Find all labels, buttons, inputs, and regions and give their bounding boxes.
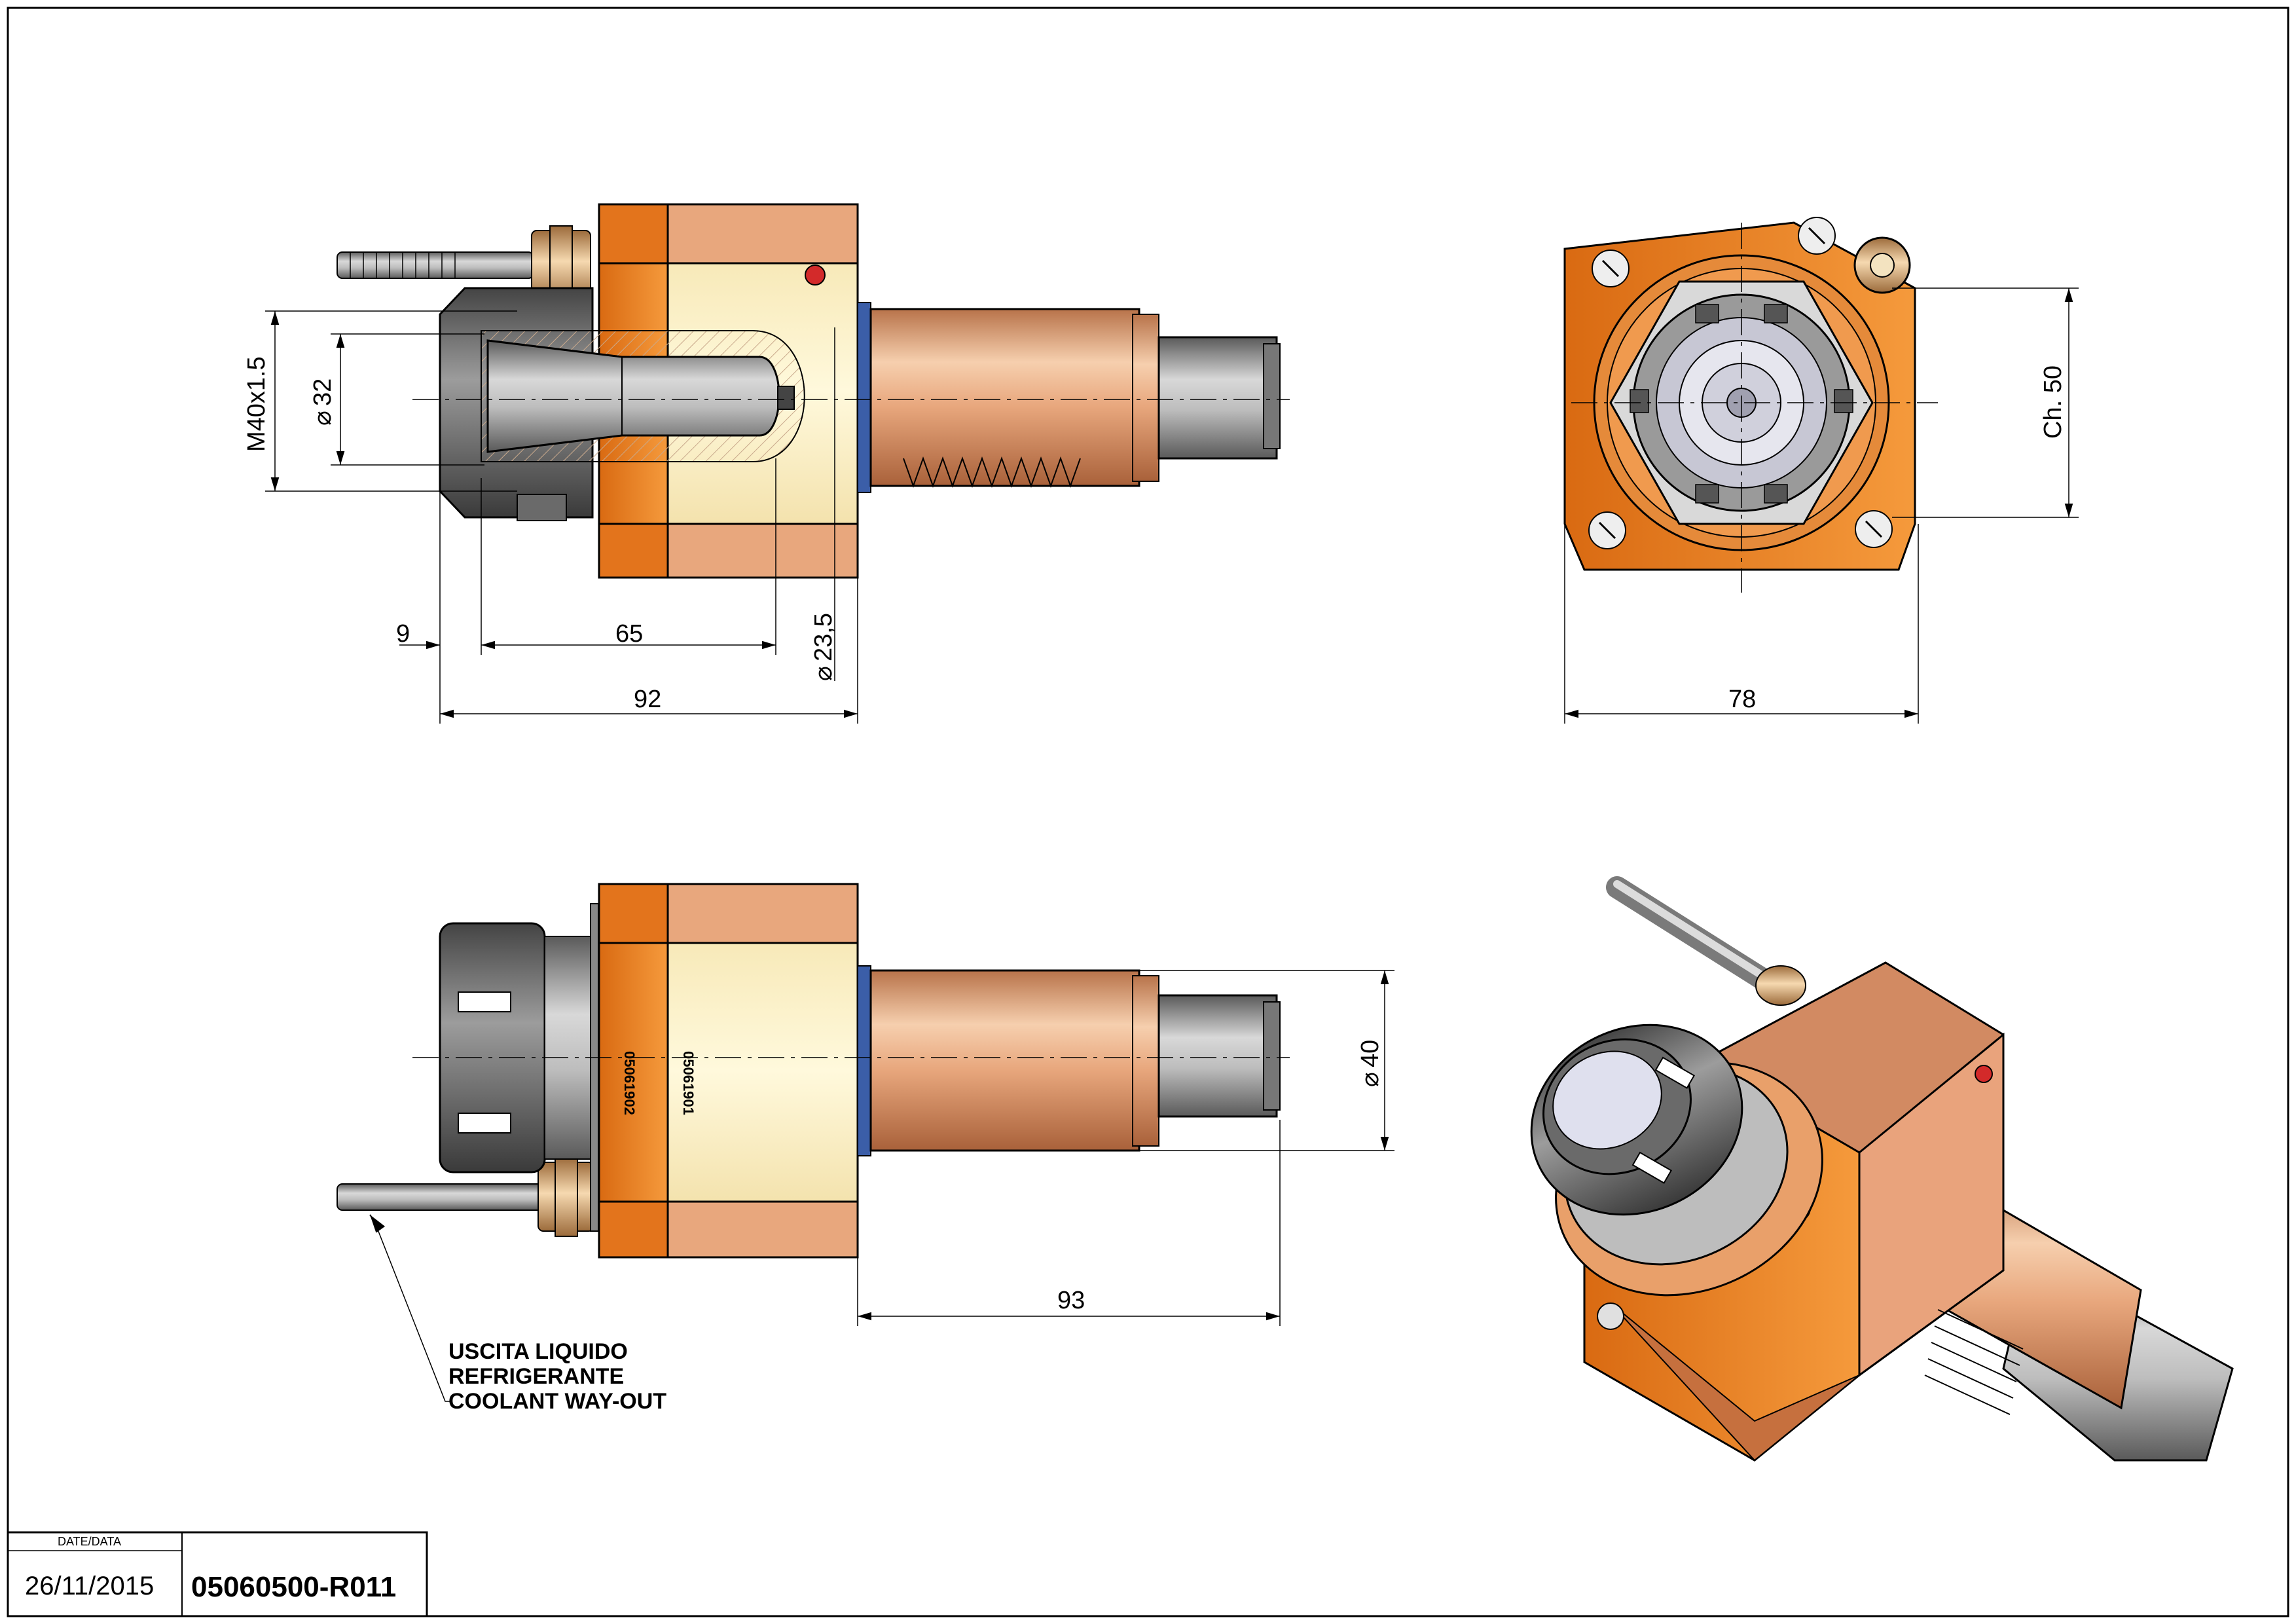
part-code-2: 05061901	[680, 1051, 697, 1115]
coolant-note-line-3: COOLANT WAY-OUT	[448, 1389, 666, 1414]
dim-width-78: 78	[1728, 686, 1756, 713]
title-block-date-label: DATE/DATA	[58, 1535, 121, 1548]
dim-len-65: 65	[615, 620, 643, 648]
title-block-date: 26/11/2015	[25, 1572, 154, 1600]
title-block	[7, 1531, 428, 1617]
dim-dia-32: 32	[309, 378, 337, 406]
part-code-1: 05061902	[621, 1051, 638, 1115]
dim-dia-40: 40	[1357, 1040, 1384, 1067]
dia-symbol-icon: ⌀	[1357, 1072, 1384, 1087]
dia-symbol-icon: ⌀	[309, 411, 337, 426]
side-view-dimensions	[265, 310, 858, 724]
dim-thread: M40x1.5	[243, 356, 270, 452]
dim-offset-9: 9	[396, 620, 410, 648]
sheet-border	[7, 7, 2289, 1617]
dia-symbol-icon: ⌀	[810, 666, 837, 681]
note-leader	[369, 1214, 386, 1233]
title-block-drawing-number: 05060500-R011	[191, 1571, 396, 1603]
side-section-view	[337, 203, 1290, 579]
coolant-note-line-1: USCITA LIQUIDO	[448, 1339, 628, 1364]
isometric-view	[1530, 876, 2234, 1462]
front-view-dimensions	[1564, 287, 2079, 724]
dim-dia-23-5: 23,5	[810, 613, 837, 661]
side-view	[337, 883, 1290, 1259]
front-view	[1563, 217, 1938, 593]
dim-len-92: 92	[634, 686, 661, 713]
dim-flat-ch50: Ch. 50	[2039, 365, 2067, 439]
side-view-dimensions-lower	[373, 970, 1394, 1402]
coolant-note-line-2: REFRIGERANTE	[448, 1364, 624, 1389]
dim-len-93: 93	[1057, 1287, 1085, 1314]
